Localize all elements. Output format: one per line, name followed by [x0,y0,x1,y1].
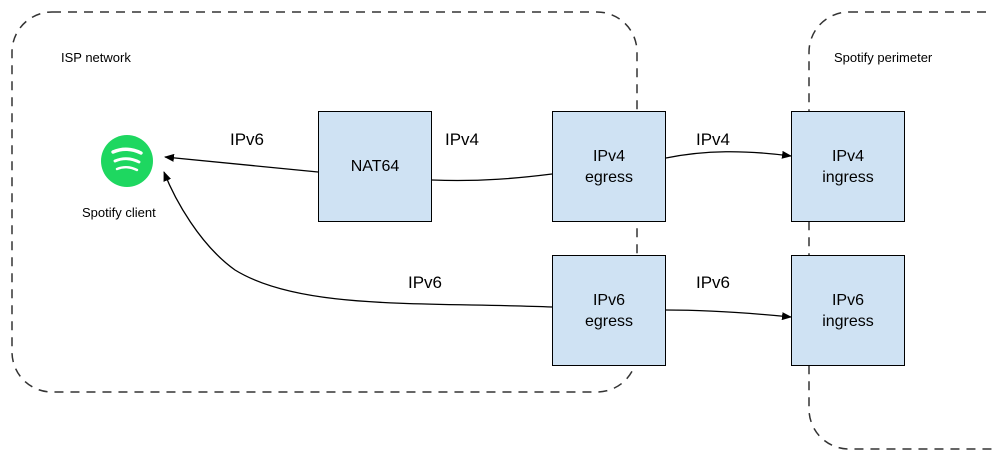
edge-label-egress4-to-nat64: IPv4 [445,130,480,149]
edge-label-egress6-to-ingress6: IPv6 [696,273,731,292]
edge-egress6-to-client [163,171,553,308]
ipv4-ingress-line1: IPv4 [831,147,864,165]
ipv6-egress-line2: egress [584,312,634,330]
spotify-perimeter-region [808,11,993,450]
edge-label-egress4-to-ingress4: IPv4 [696,130,731,149]
ipv6-ingress-line2: ingress [822,312,874,330]
spotify-perimeter-label: Spotify perimeter [834,50,933,65]
ipv6-egress-line1: IPv6 [592,291,625,309]
edge-label-egress6-to-client: IPv6 [408,273,443,292]
ipv4-egress-line1: IPv4 [592,147,625,165]
ipv4-ingress-line2: ingress [822,168,874,186]
edge-egress4-to-nat64 [431,173,553,182]
nat64-label: NAT64 [350,158,400,175]
ipv6-egress-box: IPv6 egress [552,255,666,366]
edge-egress4-to-ingress4 [665,150,792,159]
spotify-logo-icon [101,135,153,187]
edge-nat64-to-client [164,153,319,173]
isp-network-label: ISP network [61,50,131,65]
edge-egress6-to-ingress6 [665,309,792,321]
ipv4-egress-box: IPv4 egress [552,111,666,222]
ipv6-ingress-box: IPv6 ingress [791,255,905,366]
ipv6-ingress-line1: IPv6 [831,291,864,309]
spotify-client-label: Spotify client [82,205,156,220]
edge-label-nat64-to-client: IPv6 [230,130,265,149]
nat64-box: NAT64 [318,111,432,222]
ipv4-egress-line2: egress [584,168,634,186]
ipv4-ingress-box: IPv4 ingress [791,111,905,222]
